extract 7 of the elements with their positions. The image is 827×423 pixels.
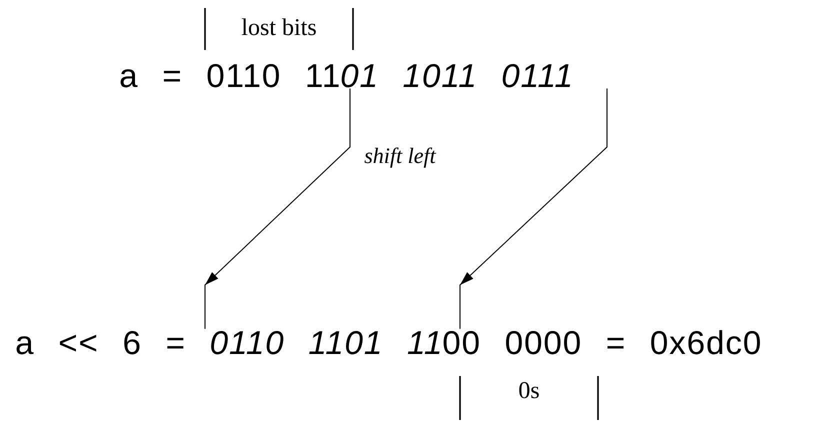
arrow-label: shift left [364,148,436,168]
code-line: a = 0110 1101 1011 0111 [120,64,570,88]
bracket-label: 0s [519,382,539,398]
code-line: a << 6 = 0110 1101 1100 0000 = 0x6dc0 [16,330,760,354]
bracket-label: lost bits [242,18,316,36]
arrow [460,88,608,330]
arrow [204,88,350,330]
